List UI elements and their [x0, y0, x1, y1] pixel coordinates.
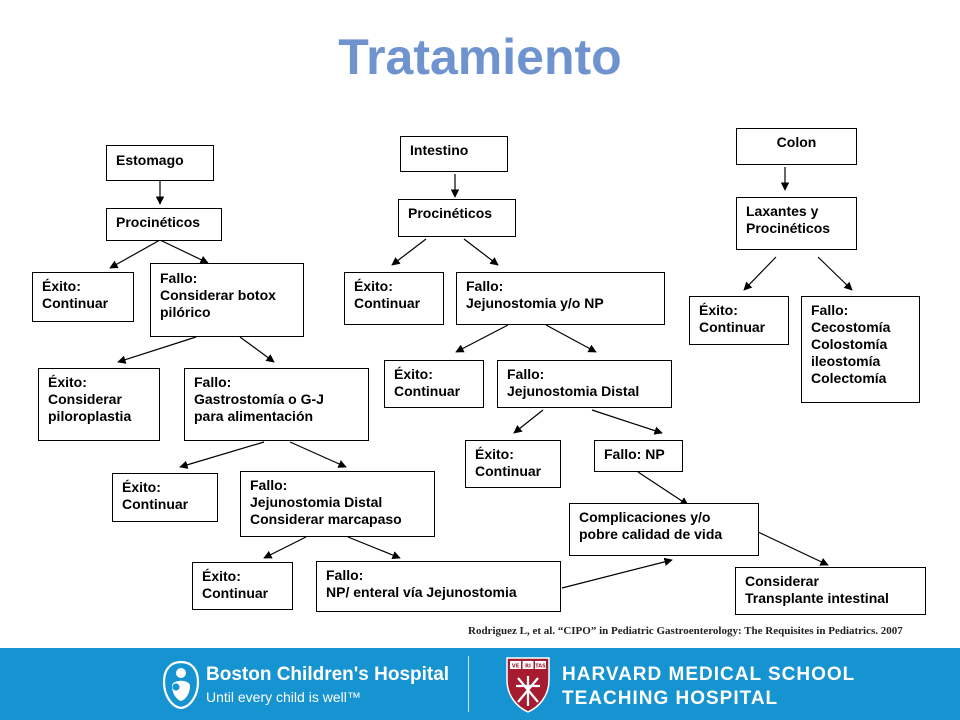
arrow-jd-to-fallo: [347, 536, 401, 560]
node-fallo-jejunostomia-np: Fallo: Jejunostomia y/o NP: [456, 272, 665, 325]
harvard-shield-icon: VE RI TAS: [506, 657, 550, 713]
hospital-tagline: Until every child is well™: [206, 689, 361, 705]
footer-band: [0, 648, 960, 720]
node-fallo-np-enteral: Fallo: NP/ enteral vía Jejunostomia: [316, 561, 561, 612]
hospital-name: Boston Children's Hospital: [206, 664, 450, 685]
node-fallo-botox: Fallo: Considerar botox pilórico: [150, 263, 304, 337]
node-fallo-np: Fallo: NP: [594, 440, 683, 472]
node-exito-piloroplastia: Éxito: Considerar piloroplastia: [38, 368, 160, 441]
shield-letter: TAS: [535, 664, 546, 670]
node-intestino-exito-continuar-3: Éxito: Continuar: [465, 440, 561, 488]
node-intestino: Intestino: [400, 136, 508, 172]
arrow-proc-to-fallo: [463, 238, 499, 266]
node-laxantes: Laxantes y Procinéticos: [736, 197, 857, 250]
school-subtitle: TEACHING HOSPITAL: [562, 688, 779, 709]
node-colon: Colon: [736, 128, 857, 165]
arrow-jdist-to-exito: [513, 409, 544, 434]
arrow-gastro-to-exito: [179, 441, 265, 469]
arrow-complicaciones-to-transplante: [757, 531, 829, 566]
node-intestino-exito-continuar-1: Éxito: Continuar: [344, 272, 444, 325]
flowchart-arrows: [109, 167, 853, 589]
shield-letter: RI: [525, 664, 531, 670]
node-intestino-exito-continuar-2: Éxito: Continuar: [384, 360, 484, 408]
node-estomago-procineticos: Procinéticos: [106, 208, 222, 241]
node-intestino-procineticos: Procinéticos: [398, 199, 516, 237]
arrow-botox-to-exito: [117, 336, 197, 364]
school-name: HARVARD MEDICAL SCHOOL: [562, 664, 856, 685]
node-fallo-gastrostomia: Fallo: Gastrostomía o G-J para alimentac…: [184, 368, 369, 441]
node-intestino-fallo-jejunostomia-distal: Fallo: Jejunostomia Distal: [497, 360, 672, 408]
citation: Rodriguez L, et al. “CIPO” in Pediatric …: [468, 625, 903, 637]
node-estomago-exito-continuar-3: Éxito: Continuar: [192, 562, 293, 610]
arrow-jdist-to-fallo: [591, 409, 663, 435]
footer-divider: [468, 656, 469, 712]
arrow-jnp-to-fallo: [545, 324, 597, 353]
arrow-botox-to-fallo: [239, 336, 275, 363]
arrow-np-enteral-to-complicaciones: [561, 557, 673, 589]
shield-letter: VE: [512, 664, 520, 670]
arrow-laxantes-to-fallo: [817, 256, 853, 291]
node-estomago-exito-continuar-2: Éxito: Continuar: [112, 473, 218, 522]
node-transplante: Considerar Transplante intestinal: [735, 567, 926, 615]
arrow-gastro-to-fallo: [289, 441, 347, 468]
boston-childrens-logo-icon: [162, 660, 200, 710]
node-estomago-fallo-jejunostomia-distal: Fallo: Jejunostomia Distal Considerar ma…: [240, 471, 435, 537]
arrow-jnp-to-exito: [455, 324, 509, 353]
node-fallo-cecostomia: Fallo: Cecostomía Colostomía ileostomía …: [801, 296, 920, 403]
arrow-jd-to-exito: [263, 536, 307, 559]
slide-title: Tratamiento: [338, 29, 622, 85]
node-colon-exito-continuar: Éxito: Continuar: [689, 296, 789, 345]
node-estomago: Estomago: [106, 145, 214, 181]
node-estomago-exito-continuar-1: Éxito: Continuar: [32, 272, 134, 322]
arrow-proc-to-exito: [391, 238, 427, 266]
arrow-procineticos-to-fallo: [159, 239, 209, 264]
arrow-np-to-complicaciones: [637, 471, 689, 506]
arrow-procineticos-to-exito: [109, 239, 161, 269]
node-complicaciones: Complicaciones y/o pobre calidad de vida: [569, 503, 759, 556]
arrow-laxantes-to-exito: [743, 256, 777, 291]
